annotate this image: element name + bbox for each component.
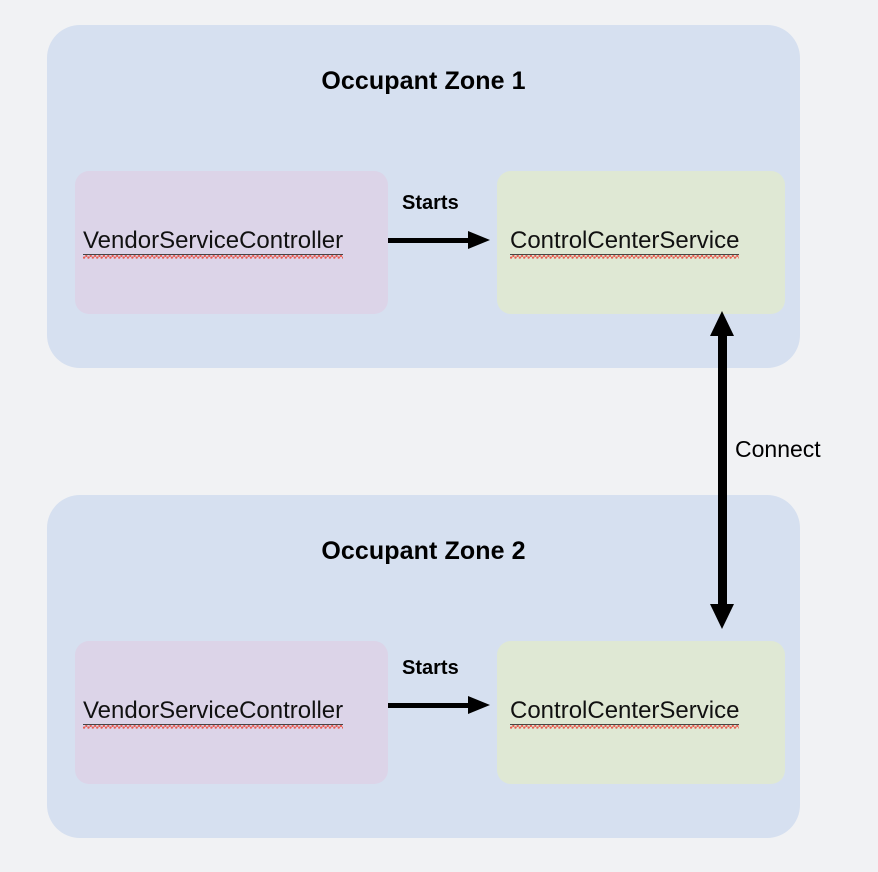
zone-1-vendor-service-controller-label: VendorServiceController	[83, 227, 344, 260]
connect-label: Connect	[735, 436, 821, 462]
arrow-head-down-icon	[710, 604, 734, 629]
zone-2-vendor-service-controller-node[interactable]: VendorServiceController	[75, 641, 388, 784]
zone-2-title: Occupant Zone 2	[321, 537, 526, 565]
occupant-zone-1-container: Occupant Zone 1 VendorServiceController …	[47, 25, 800, 368]
zone-2-vendor-service-controller-label: VendorServiceController	[83, 697, 344, 730]
zone-1-title: Occupant Zone 1	[321, 67, 526, 95]
zone-1-starts-arrow	[388, 231, 490, 249]
arrow-shaft-icon	[718, 329, 727, 611]
zone-1-control-center-service-node[interactable]: ControlCenterService	[497, 171, 785, 314]
zone-2-control-center-service-node[interactable]: ControlCenterService	[497, 641, 785, 784]
zone-1-vendor-service-controller-node[interactable]: VendorServiceController	[75, 171, 388, 314]
zone-2-starts-label: Starts	[402, 657, 459, 679]
zone-1-control-center-service-label: ControlCenterService	[510, 227, 740, 260]
arrow-shaft-icon	[388, 238, 474, 243]
zone-1-starts-label: Starts	[402, 192, 459, 214]
arrow-head-right-icon	[468, 231, 490, 249]
occupant-zone-2-container: Occupant Zone 2 VendorServiceController …	[47, 495, 800, 838]
arrow-head-right-icon	[468, 696, 490, 714]
arrow-shaft-icon	[388, 703, 474, 708]
connect-double-arrow	[710, 311, 734, 629]
zone-2-starts-arrow	[388, 696, 490, 714]
zone-2-control-center-service-label: ControlCenterService	[510, 697, 740, 730]
